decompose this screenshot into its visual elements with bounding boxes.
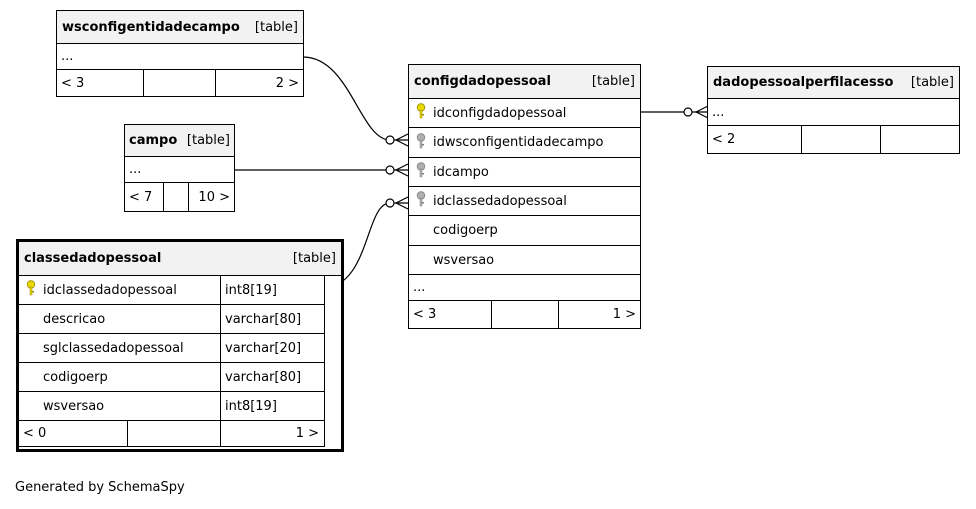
table-kind: [table] [292,251,336,266]
ellipsis-row: ... [129,162,142,177]
footer-right: 10 > [198,189,230,205]
table-footer: < 3 1 > [409,301,640,328]
footer-left: < 0 [23,426,47,441]
table-campo[interactable]: campo [table] ... < 7 10 > [124,124,235,212]
table-dadopessoalperfilacesso[interactable]: dadopessoalperfilacesso [table] ... < 2 [707,66,960,154]
table-header: classedadopessoal [table] [19,242,341,276]
table-name: campo [129,133,178,148]
table-header: wsconfigentidadecampo [table] [57,11,303,44]
list-item: ... [125,157,234,183]
table-row: descricao varchar[80] [19,305,325,334]
table-row: idwsconfigentidadecampo [409,128,640,158]
column-name: idclassedadopessoal [43,282,177,298]
table-row: codigoerp [409,216,640,246]
column-name: wsversao [43,398,105,414]
primary-key-icon [26,280,36,300]
column-type: int8[19] [220,392,324,420]
column-name: idcampo [433,164,489,180]
table-footer: < 0 1 > [19,421,325,447]
column-name: sglclassedadopessoal [43,340,184,356]
list-item: ... [57,44,303,70]
table-kind: [table] [910,75,954,90]
footer-right [881,126,959,153]
column-type: varchar[80] [220,363,324,391]
table-kind: [table] [254,19,298,35]
table-classedadopessoal[interactable]: classedadopessoal [table] idclassedadope… [16,239,344,452]
column-name: idwsconfigentidadecampo [433,135,604,150]
footer-right: 1 > [295,426,319,441]
table-row: codigoerp varchar[80] [19,363,325,392]
footer-left: < 2 [712,132,736,147]
table-footer: < 2 [708,126,959,153]
table-row: idcampo [409,158,640,187]
footer-mid [801,126,881,153]
table-name: dadopessoalperfilacesso [713,75,894,90]
foreign-key-icon [416,162,426,182]
table-footer: < 7 10 > [125,183,234,211]
table-row: ... [409,275,640,301]
column-name: descricao [43,311,106,327]
column-name: wsversao [433,252,495,268]
foreign-key-icon [416,191,426,211]
column-type: int8[19] [220,276,324,304]
table-row: idconfigdadopessoal [409,99,640,128]
table-header: configdadopessoal [table] [409,65,640,99]
foreign-key-icon [416,132,426,153]
footer-mid [491,301,559,328]
table-row: idclassedadopessoal [409,187,640,216]
table-name: wsconfigentidadecampo [62,19,240,35]
footer-right: 1 > [612,307,636,322]
column-name: codigoerp [43,369,108,385]
table-kind: [table] [186,133,230,148]
table-kind: [table] [591,74,635,89]
table-name: classedadopessoal [24,251,162,266]
list-item: ... [708,99,959,126]
ellipsis-row: ... [712,104,725,120]
table-row: wsversao [409,246,640,275]
footer-left: < 3 [413,307,437,322]
column-type: varchar[80] [220,305,324,333]
primary-key-icon [416,103,426,123]
table-header: campo [table] [125,125,234,157]
footer-mid [127,421,221,446]
footer-mid [163,183,189,211]
table-configdadopessoal[interactable]: configdadopessoal [table] idconfigdadope… [408,64,641,329]
table-footer: < 3 2 > [57,70,303,96]
column-type: varchar[20] [220,334,324,362]
table-row: wsversao int8[19] [19,392,325,421]
table-row: sglclassedadopessoal varchar[20] [19,334,325,363]
rel-wsconfig-configdado [302,56,408,141]
footer-left: < 7 [129,189,153,205]
generated-by-caption: Generated by SchemaSpy [15,480,185,495]
column-name: idconfigdadopessoal [433,105,567,121]
column-name: idclassedadopessoal [433,193,567,209]
column-name: codigoerp [433,223,498,238]
table-header: dadopessoalperfilacesso [table] [708,67,959,99]
ellipsis-row: ... [61,49,74,64]
ellipsis-row: ... [413,280,426,295]
table-row: idclassedadopessoal int8[19] [19,276,325,305]
footer-right: 2 > [275,75,299,91]
footer-left: < 3 [61,75,85,91]
table-wsconfigentidadecampo[interactable]: wsconfigentidadecampo [table] ... < 3 2 … [56,10,304,97]
footer-mid [143,70,216,96]
table-name: configdadopessoal [414,74,551,89]
